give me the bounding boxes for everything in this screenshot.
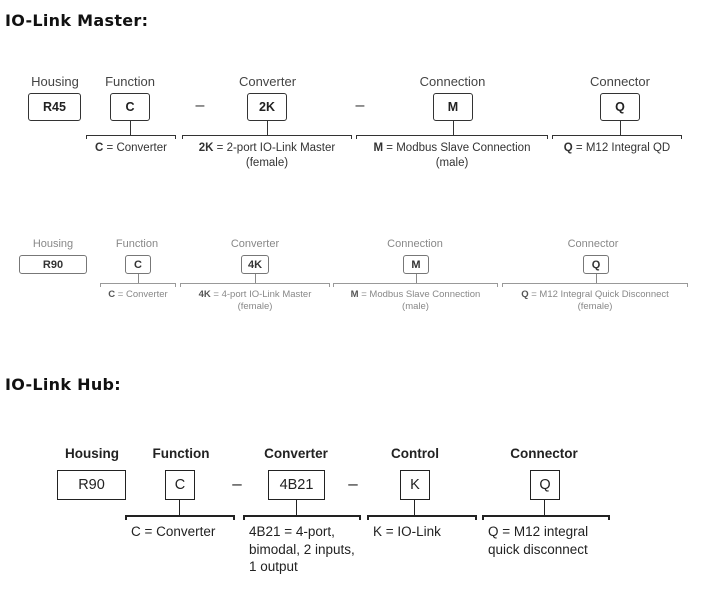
code-box-connector: Q [583, 255, 609, 274]
label-connector: Connector [590, 74, 650, 89]
label-converter: Converter [264, 446, 328, 461]
desc-function: C = Converter [95, 142, 167, 154]
bracket [552, 135, 682, 139]
label-housing: Housing [65, 446, 119, 461]
separator-dash: – [355, 97, 365, 114]
bracket [356, 135, 548, 139]
connector-line [267, 121, 268, 135]
desc-control: K = IO-Link [373, 524, 441, 539]
connector-line [138, 274, 139, 283]
connector-line [453, 121, 454, 135]
desc-converter: 2K = 2-port IO-Link Master(female) [198, 142, 336, 169]
separator-dash: – [195, 97, 205, 114]
label-converter: Converter [230, 238, 280, 250]
code-box-function: C [125, 255, 151, 274]
label-function: Function [152, 446, 210, 461]
label-connector: Connector [567, 238, 619, 250]
desc-connector: Q = M12 integral quick disconnect [488, 524, 589, 557]
bracket [100, 283, 176, 287]
code-box-connector: Q [530, 470, 560, 500]
bracket [243, 515, 361, 520]
separator-dash: – [232, 474, 242, 493]
label-housing: Housing [32, 238, 74, 250]
desc-connection: M = Modbus Slave Connection(male) [350, 289, 481, 313]
connector-line [416, 274, 417, 283]
master-heading: IO-Link Master: [5, 11, 149, 30]
desc-converter: 4B21 = 4-port, bimodal, 2 inputs, 1 outp… [249, 524, 355, 575]
code-box-function: C [165, 470, 195, 500]
code-box-housing: R45 [28, 93, 81, 121]
connector-line [296, 500, 297, 515]
code-box-converter: 4B21 [268, 470, 325, 500]
code-box-housing: R90 [57, 470, 126, 500]
bracket [502, 283, 688, 287]
label-converter: Converter [238, 74, 297, 89]
connector-line [596, 274, 597, 283]
connector-line [620, 121, 621, 135]
code-box-converter: 2K [247, 93, 287, 121]
code-box-connection: M [433, 93, 473, 121]
desc-converter: 4K = 4-port IO-Link Master(female) [198, 289, 312, 313]
code-box-control: K [400, 470, 430, 500]
label-function: Function [115, 238, 159, 250]
label-connector: Connector [510, 446, 578, 461]
bracket [125, 515, 235, 520]
desc-function: C = Converter [108, 289, 168, 300]
label-connection: Connection [387, 238, 443, 250]
bracket [482, 515, 610, 520]
code-box-connector: Q [600, 93, 640, 121]
connector-line [255, 274, 256, 283]
code-box-connection: M [403, 255, 429, 274]
connector-line [179, 500, 180, 515]
label-control: Control [391, 446, 439, 461]
connector-line [414, 500, 415, 515]
code-box-housing: R90 [19, 255, 87, 274]
hub-heading: IO-Link Hub: [5, 375, 122, 394]
bracket [86, 135, 176, 139]
bracket [182, 135, 352, 139]
desc-connection: M = Modbus Slave Connection(male) [373, 142, 531, 169]
desc-connector: Q = M12 Integral QD [563, 142, 671, 154]
code-box-converter: 4K [241, 255, 269, 274]
bracket [367, 515, 477, 520]
connector-line [130, 121, 131, 135]
separator-dash: – [348, 474, 358, 493]
desc-function: C = Converter [131, 524, 216, 539]
bracket [180, 283, 330, 287]
desc-connector: Q = M12 Integral Quick Disconnect(female… [521, 289, 669, 313]
connector-line [544, 500, 545, 515]
code-box-function: C [110, 93, 150, 121]
label-connection: Connection [419, 74, 486, 89]
label-function: Function [105, 74, 155, 89]
bracket [333, 283, 498, 287]
label-housing: Housing [31, 74, 79, 89]
